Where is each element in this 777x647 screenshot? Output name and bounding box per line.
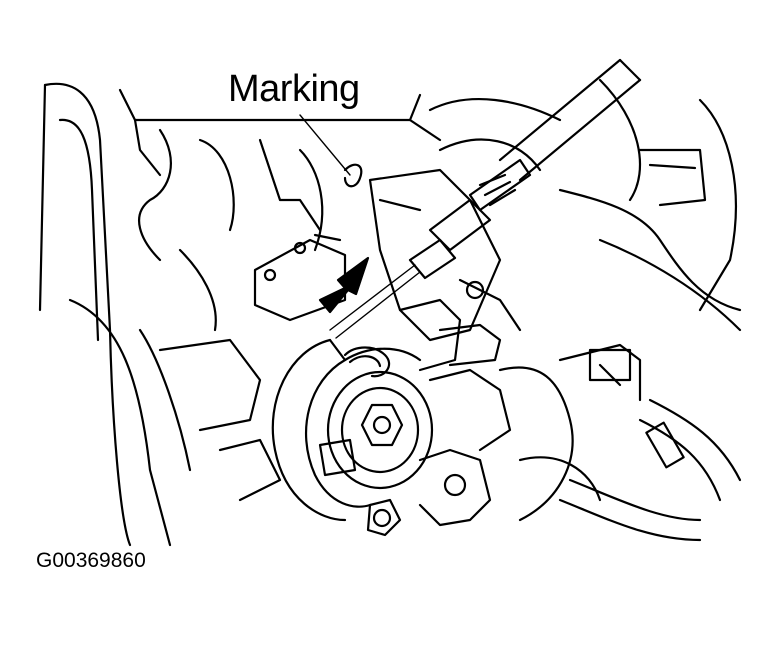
right-hoses <box>558 343 742 542</box>
throttle-body <box>398 298 602 527</box>
top-bracket <box>118 88 442 177</box>
left-frame-rail <box>38 82 172 547</box>
figure-id: G00369860 <box>36 549 146 572</box>
engine-contours <box>138 78 742 472</box>
marking-leader-line <box>299 114 351 176</box>
throttle-drum <box>271 338 434 537</box>
throttle-cable <box>329 58 642 339</box>
lower-bracket <box>158 338 282 502</box>
sensor-bracket <box>253 233 347 322</box>
marking-label: Marking <box>228 68 360 110</box>
clip-tag <box>343 163 363 188</box>
marking-arrow-icon <box>318 256 370 314</box>
cable-bracket <box>368 168 522 342</box>
